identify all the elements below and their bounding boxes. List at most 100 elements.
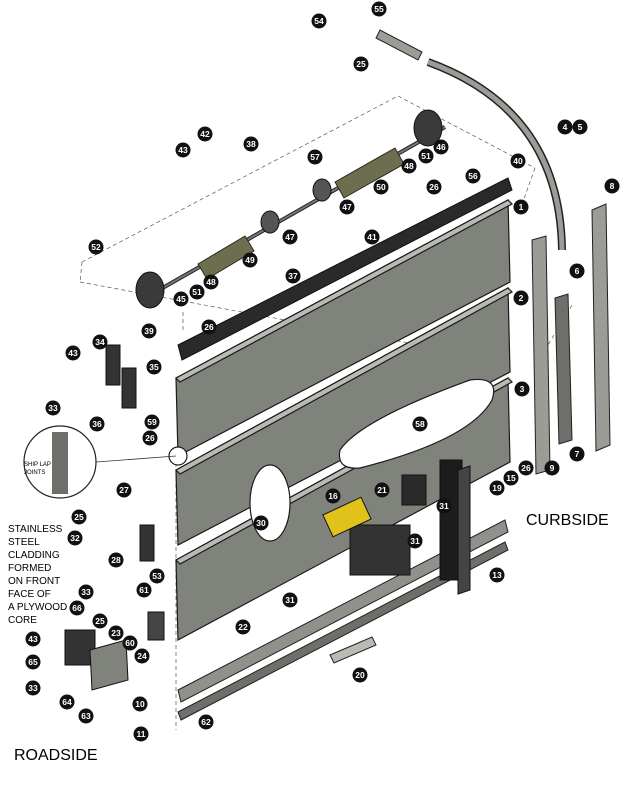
- callout-25: 25: [353, 56, 369, 72]
- callout-number: 38: [246, 139, 256, 149]
- svg-text:SHIP LAP: SHIP LAP: [24, 462, 51, 468]
- callout-number: 54: [314, 16, 324, 26]
- callout-26: 26: [426, 179, 442, 195]
- ship-lap-inset: [23, 425, 177, 499]
- callout-number: 27: [119, 485, 129, 495]
- callout-number: 26: [145, 433, 155, 443]
- callout-22: 22: [235, 619, 251, 635]
- callout-55: 55: [371, 1, 387, 17]
- callout-number: 34: [95, 337, 105, 347]
- callout-62: 62: [198, 714, 214, 730]
- callout-13: 13: [489, 567, 505, 583]
- callout-24: 24: [134, 648, 150, 664]
- callout-11: 11: [133, 726, 149, 742]
- callout-66: 66: [69, 600, 85, 616]
- callout-number: 40: [513, 156, 523, 166]
- callout-number: 11: [137, 729, 146, 739]
- callout-32: 32: [67, 530, 83, 546]
- callout-number: 53: [152, 571, 162, 581]
- callout-20: 20: [352, 667, 368, 683]
- callout-number: 48: [206, 277, 216, 287]
- callout-number: 39: [144, 326, 154, 336]
- svg-text:STAINLESS: STAINLESS: [8, 524, 63, 535]
- callout-number: 43: [68, 348, 78, 358]
- callout-26: 26: [201, 319, 217, 335]
- callout-number: 31: [285, 595, 295, 605]
- callout-number: 8: [610, 181, 615, 191]
- callout-number: 1: [519, 202, 524, 212]
- callout-33: 33: [45, 400, 61, 416]
- svg-text:ON FRONT: ON FRONT: [8, 576, 60, 587]
- callout-number: 9: [550, 463, 555, 473]
- callout-56: 56: [465, 168, 481, 184]
- callout-47: 47: [339, 199, 355, 215]
- callout-54: 54: [311, 13, 327, 29]
- callout-45: 45: [173, 291, 189, 307]
- curved-upper-track: [375, 29, 566, 251]
- callout-number: 36: [92, 419, 102, 429]
- callout-30: 30: [253, 515, 269, 531]
- callout-37: 37: [285, 268, 301, 284]
- callout-number: 10: [135, 699, 145, 709]
- callout-4: 4: [557, 119, 573, 135]
- callout-28: 28: [108, 552, 124, 568]
- callout-64: 64: [59, 694, 75, 710]
- callout-43: 43: [175, 142, 191, 158]
- left-hardware: [64, 344, 165, 691]
- callout-50: 50: [373, 179, 389, 195]
- callout-41: 41: [364, 229, 380, 245]
- svg-text:STEEL: STEEL: [8, 537, 40, 548]
- callout-number: 57: [310, 152, 320, 162]
- callout-number: 22: [238, 622, 248, 632]
- callout-number: 31: [439, 501, 449, 511]
- callout-38: 38: [243, 136, 259, 152]
- torsion-spring-left: [197, 235, 255, 280]
- callout-9: 9: [544, 460, 560, 476]
- callout-number: 35: [149, 362, 159, 372]
- callout-number: 5: [578, 122, 583, 132]
- callout-46: 46: [433, 139, 449, 155]
- callout-25: 25: [92, 613, 108, 629]
- callout-number: 30: [256, 518, 266, 528]
- callout-number: 60: [125, 638, 135, 648]
- callout-19: 19: [489, 480, 505, 496]
- top-seal: [177, 177, 513, 361]
- callout-number: 59: [147, 417, 157, 427]
- callout-number: 25: [95, 616, 105, 626]
- callout-number: 64: [62, 697, 72, 707]
- callout-5: 5: [572, 119, 588, 135]
- callout-2: 2: [513, 290, 529, 306]
- callout-number: 33: [48, 403, 58, 413]
- callout-number: 41: [367, 232, 377, 242]
- callout-33: 33: [25, 680, 41, 696]
- callout-51: 51: [418, 148, 434, 164]
- shaft-coupler-mid: [312, 178, 332, 202]
- callout-63: 63: [78, 708, 94, 724]
- callout-number: 46: [436, 142, 446, 152]
- svg-text:CLADDING: CLADDING: [8, 550, 60, 561]
- callout-number: 65: [28, 657, 38, 667]
- svg-text:JOINTS: JOINTS: [24, 470, 45, 476]
- svg-text:FORMED: FORMED: [8, 563, 51, 574]
- callout-10: 10: [132, 696, 148, 712]
- callout-48: 48: [401, 158, 417, 174]
- callout-number: 52: [91, 242, 101, 252]
- callout-42: 42: [197, 126, 213, 142]
- callout-25: 25: [71, 509, 87, 525]
- callout-number: 24: [137, 651, 147, 661]
- bottom-rails: [177, 519, 509, 721]
- callout-49: 49: [242, 252, 258, 268]
- callout-65: 65: [25, 654, 41, 670]
- callout-number: 26: [204, 322, 214, 332]
- callout-35: 35: [146, 359, 162, 375]
- curbside-label: CURBSIDE: [526, 512, 609, 529]
- callout-number: 7: [575, 449, 580, 459]
- callout-number: 2: [519, 293, 524, 303]
- callout-number: 45: [176, 294, 186, 304]
- callout-number: 4: [563, 122, 568, 132]
- callout-43: 43: [25, 631, 41, 647]
- callout-number: 33: [81, 587, 91, 597]
- callout-58: 58: [412, 416, 428, 432]
- callout-number: 15: [506, 473, 516, 483]
- callout-number: 55: [374, 4, 384, 14]
